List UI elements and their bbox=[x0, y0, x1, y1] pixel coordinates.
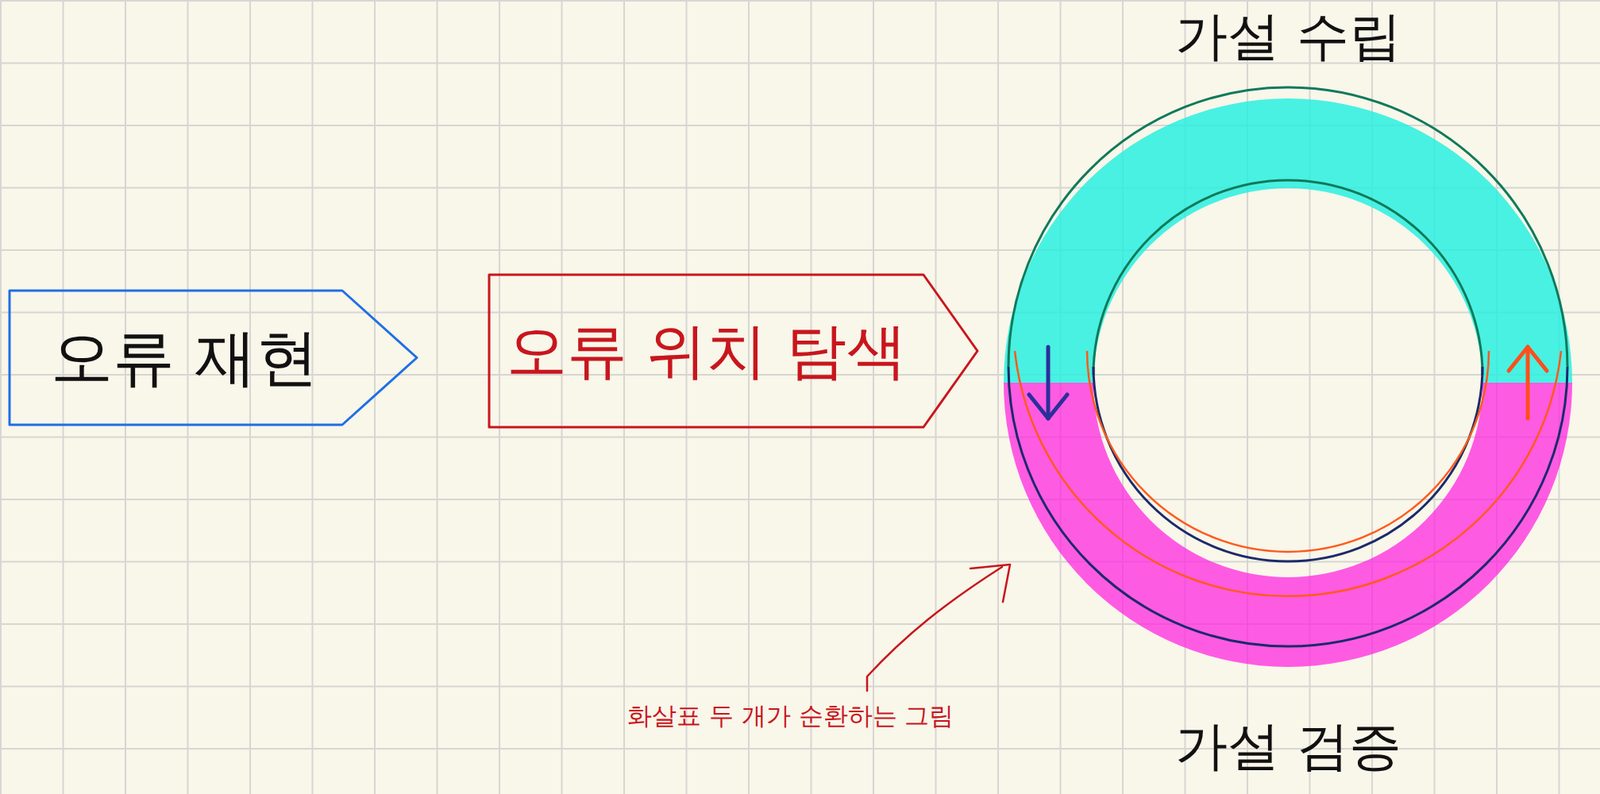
step-label: 오류 위치 탐색 bbox=[506, 316, 907, 386]
step-label: 오류 재현 bbox=[50, 322, 319, 394]
cycle-arrow bbox=[1508, 346, 1547, 419]
stage-label: 가설 수립 bbox=[1175, 5, 1402, 67]
step-chevron: 오류 재현 bbox=[7, 289, 419, 427]
cycle-arc: 가설 수립 bbox=[992, 6, 1585, 383]
note-label: 화살표 두 개가 순환하는 그림 bbox=[627, 701, 954, 731]
stage-label: 가설 검증 bbox=[1175, 715, 1402, 777]
cycle-arc: 가설 검증 bbox=[992, 382, 1585, 788]
cycle-arrow bbox=[1029, 346, 1068, 419]
step-chevron: 오류 위치 탐색 bbox=[487, 273, 980, 429]
